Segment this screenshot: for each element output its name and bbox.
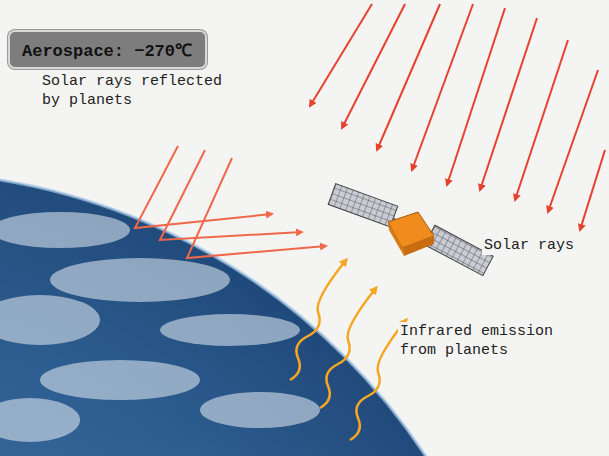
annotation-label: Solar rays (482, 236, 576, 255)
annotation-label: Infrared emission from planets (398, 322, 572, 360)
annotation-label: Solar rays reflected by planets (40, 72, 240, 110)
temperature-box: Aerospace: −270℃ (8, 30, 207, 69)
node-text: Aerospace: −270℃ (22, 38, 192, 61)
